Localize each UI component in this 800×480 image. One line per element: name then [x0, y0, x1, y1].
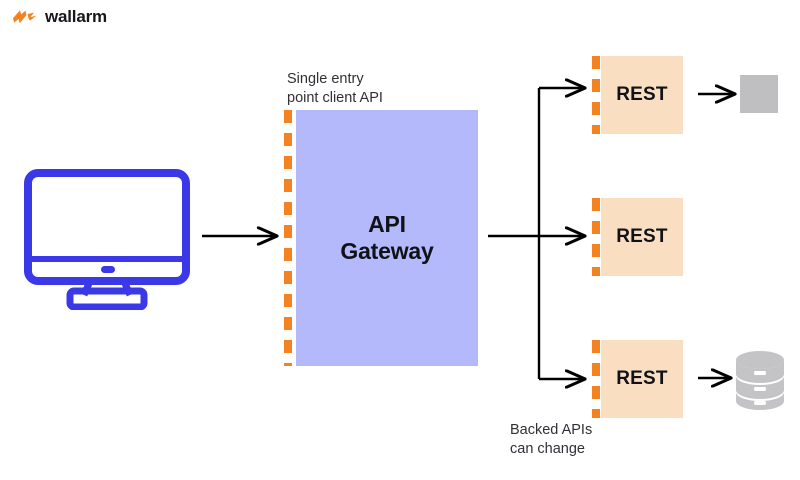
backend-apis-caption: Backed APIs can change: [510, 422, 593, 458]
rest-service-box-1[interactable]: REST: [601, 56, 683, 134]
api-gateway-label: API Gateway: [340, 210, 434, 264]
single-entry-point-caption: Single entry point client API: [287, 71, 383, 107]
database-cylinder-icon: [736, 351, 784, 410]
rest-service-box-3[interactable]: REST: [601, 340, 683, 418]
rest-boundary-dashed-line-3: [592, 340, 600, 418]
gateway-boundary-dashed-line: [284, 110, 292, 366]
lightning-bolt-icon: [13, 9, 37, 23]
arrow-gateway-to-backends: [488, 88, 585, 379]
wallarm-logo-text: wallarm: [45, 7, 107, 26]
api-gateway-box[interactable]: API Gateway: [296, 110, 478, 366]
grey-square-endpoint: [740, 75, 778, 113]
rest-service-label-2: REST: [616, 226, 668, 247]
rest-service-label-3: REST: [616, 368, 668, 389]
wallarm-logo: wallarm: [12, 8, 107, 25]
rest-service-label-1: REST: [616, 84, 668, 105]
rest-boundary-dashed-line-1: [592, 56, 600, 134]
rest-service-box-2[interactable]: REST: [601, 198, 683, 276]
client-monitor-icon: [24, 169, 190, 310]
rest-boundary-dashed-line-2: [592, 198, 600, 276]
